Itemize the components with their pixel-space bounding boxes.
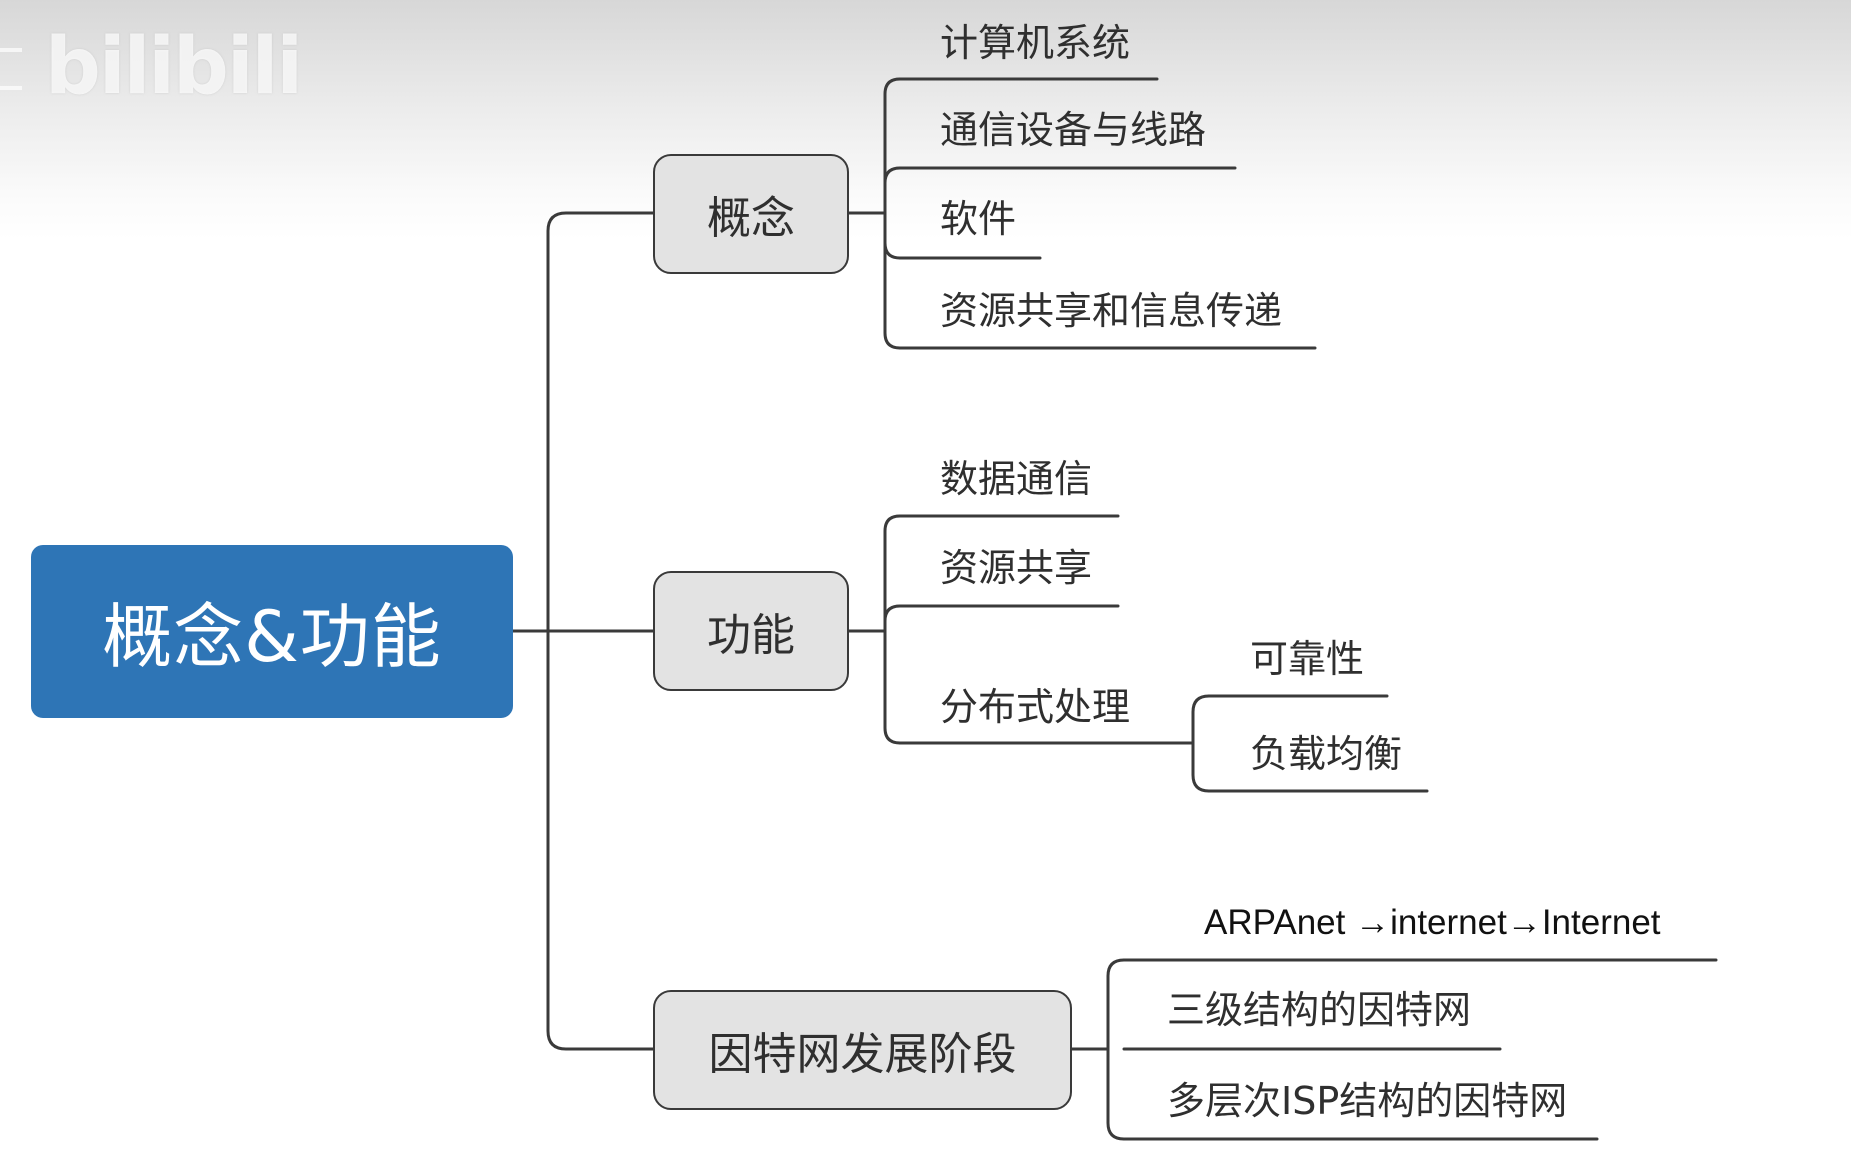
connector-function-2 [883, 604, 902, 623]
root-node: 概念&功能 [31, 545, 513, 718]
connector-concept-3b [883, 241, 902, 260]
leaf-data-communication: 数据通信 [940, 457, 1093, 501]
leaf-resource-sharing-info: 资源共享和信息传递 [940, 289, 1283, 333]
leaf-multi-tier-isp-internet: 多层次ISP结构的因特网 [1167, 1079, 1568, 1123]
leaf-arpanet-evolution: ARPAnet →internet→Internet [1204, 903, 1661, 942]
leaf-resource-sharing: 资源共享 [940, 546, 1093, 590]
connector-concept-bracket [883, 77, 902, 350]
branch-concept: 概念 [653, 154, 849, 274]
branch-function: 功能 [653, 571, 849, 691]
watermark-side-icon [0, 48, 22, 90]
connector-concept-3 [883, 166, 902, 185]
bilibili-watermark: bilibili [45, 22, 303, 112]
connector-distributed-bracket [1191, 694, 1211, 793]
leaf-three-tier-internet: 三级结构的因特网 [1167, 988, 1472, 1032]
branch-internet-stages: 因特网发展阶段 [653, 990, 1072, 1110]
leaf-distributed-processing: 分布式处理 [940, 685, 1131, 729]
leaf-software: 软件 [940, 197, 1017, 241]
leaf-load-balancing: 负载均衡 [1250, 732, 1403, 776]
connector-internet-bracket [1106, 958, 1126, 1141]
connector-function-bracket [883, 514, 902, 745]
leaf-reliability: 可靠性 [1250, 637, 1365, 681]
leaf-computer-system: 计算机系统 [940, 21, 1131, 65]
leaf-communication-equipment: 通信设备与线路 [940, 108, 1207, 152]
